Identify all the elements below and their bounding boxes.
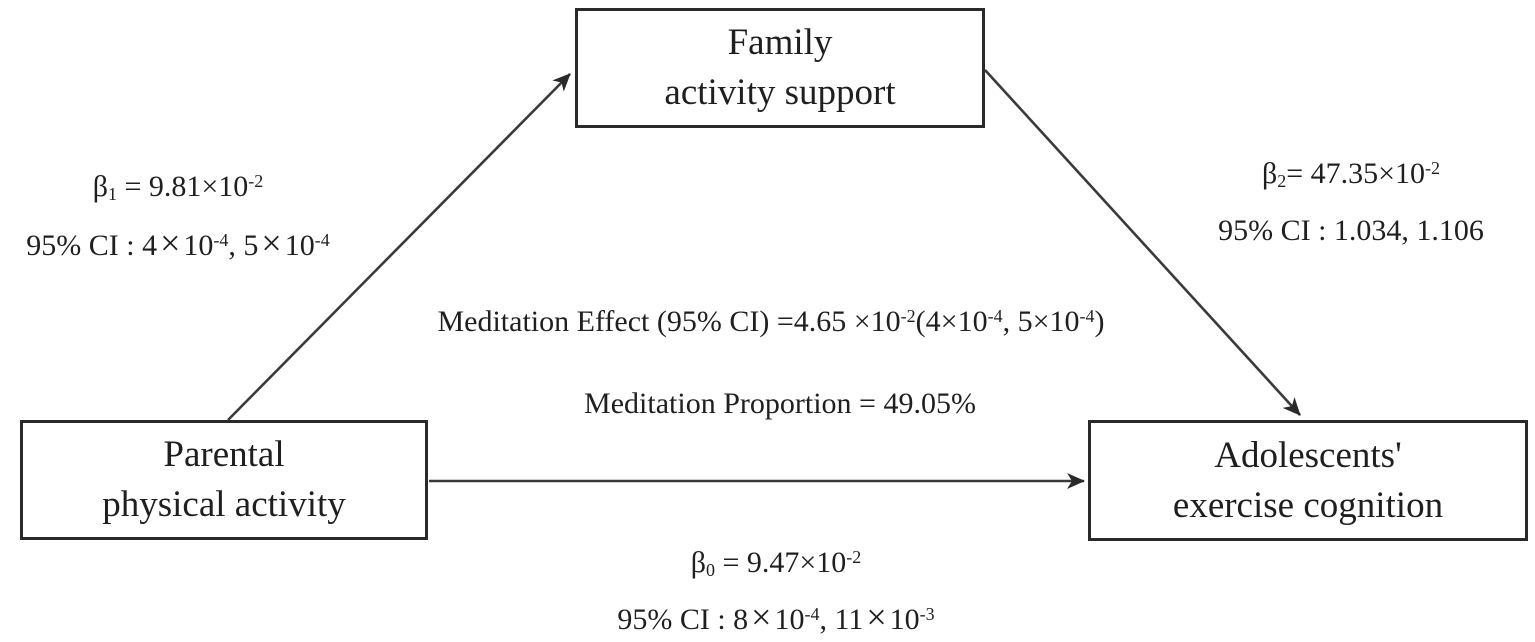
predictor-box-line1: Parental [163, 434, 285, 475]
outcome-box-line2: exercise cognition [1172, 484, 1444, 526]
path-b-confidence-interval: 95% CI : 1.034, 1.106 [1218, 214, 1484, 247]
path-c-coefficient: β0 = 9.47×10-2 [690, 546, 862, 580]
outcome-box: Adolescents' exercise cognition [1088, 420, 1528, 541]
path-c-label: β0 = 9.47×10-2 95% CI : 8×10-4, 11×10-3 [617, 536, 934, 642]
predictor-box-line2: physical activity [102, 484, 346, 525]
path-c-confidence-interval: 95% CI : 8×10-4, 11×10-3 [617, 597, 935, 637]
mediation-effect-label: Meditation Effect (95% CI) =4.65 ×10-2(4… [437, 305, 1105, 338]
predictor-box: Parental physical activity [20, 420, 428, 540]
outcome-box-line1: Adolescents' [1214, 434, 1402, 476]
path-b-coefficient: β2= 47.35×10-2 [1261, 157, 1441, 191]
mediator-box-line1: Family [727, 22, 833, 63]
path-a-label: β1 = 9.81×10-2 95% CI : 4×10-4, 5×10-4 [0, 159, 356, 274]
mediator-box: Family activity support [575, 8, 985, 128]
mediator-box-line2: activity support [664, 72, 896, 113]
mediation-proportion-label: Meditation Proportion = 49.05% [584, 387, 976, 420]
path-b-arrow [984, 69, 1301, 416]
path-a-coefficient: β1 = 9.81×10-2 [92, 170, 264, 204]
path-a-arrow [227, 73, 571, 421]
path-a-confidence-interval: 95% CI : 4×10-4, 5×10-4 [26, 223, 330, 263]
path-b-label: β2= 47.35×10-2 95% CI : 1.034, 1.106 [1181, 145, 1521, 259]
